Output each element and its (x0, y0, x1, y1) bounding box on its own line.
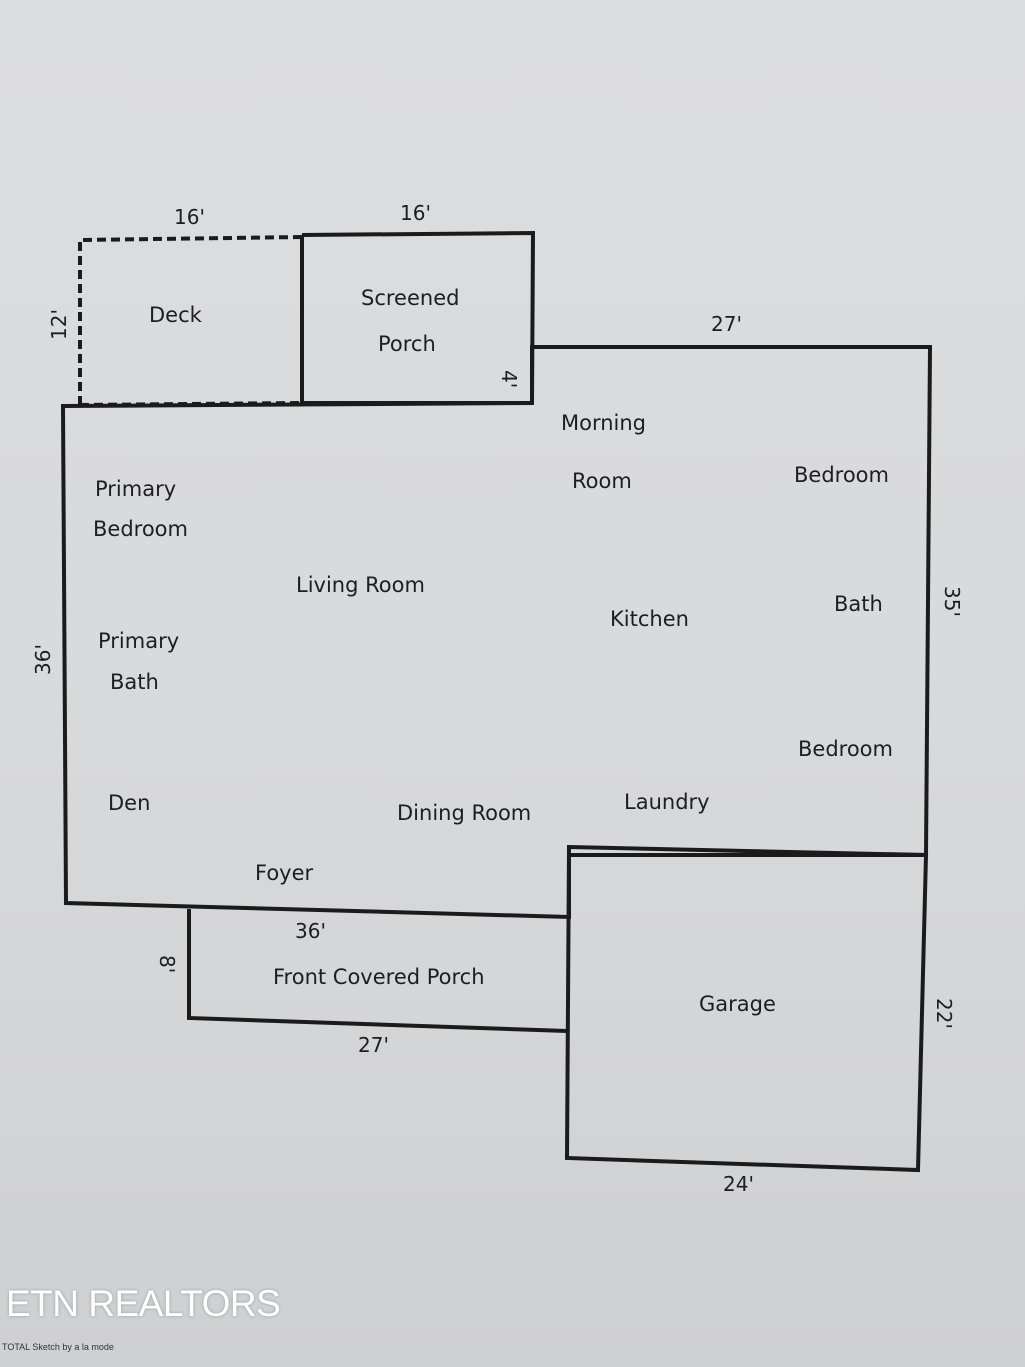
room-label-laundry: Laundry (624, 790, 710, 814)
dimension-deck-width: 16' (174, 205, 205, 229)
front-porch-outline (187, 909, 568, 1033)
sketch-credit-note: TOTAL Sketch by a la mode (2, 1342, 114, 1352)
dimension-porch-width: 16' (400, 201, 431, 225)
room-label-foyer: Foyer (255, 861, 314, 885)
dimension-left-side: 36' (31, 644, 55, 675)
watermark-logo-text: ETN REALTORS (6, 1283, 281, 1324)
room-label-morning-room: Room (572, 469, 632, 493)
dimension-front-top: 36' (295, 919, 326, 943)
room-label-porch: Porch (378, 332, 436, 356)
dimension-deck-depth: 12' (47, 309, 71, 340)
dimension-right-side: 35' (940, 586, 964, 617)
dimension-garage-side: 22' (932, 998, 956, 1029)
room-label-morning: Morning (561, 411, 646, 435)
dimension-front-depth: 8' (155, 955, 179, 973)
room-label-bedroom-top: Bedroom (794, 463, 889, 487)
room-label-front-covered-porch: Front Covered Porch (273, 965, 485, 989)
room-label-bedroom-bottom: Bedroom (798, 737, 893, 761)
room-label-primary-bath-1: Primary (98, 629, 179, 653)
room-label-bath: Bath (834, 592, 883, 616)
room-label-kitchen: Kitchen (610, 607, 689, 631)
room-label-deck: Deck (149, 303, 203, 327)
room-label-living-room: Living Room (296, 573, 425, 597)
room-label-primary-bedroom-2: Bedroom (93, 517, 188, 541)
room-label-primary-bath-2: Bath (110, 670, 159, 694)
dimension-front-bottom: 27' (358, 1033, 389, 1057)
room-label-den: Den (108, 791, 150, 815)
garage-outline (564, 844, 929, 1173)
main-house-outline (60, 345, 933, 920)
room-label-garage: Garage (699, 992, 776, 1016)
dimension-top-right: 27' (711, 312, 742, 336)
dimension-garage-bottom: 24' (723, 1172, 754, 1196)
dimension-porch-depth: 4' (497, 370, 521, 388)
room-label-dining-room: Dining Room (397, 801, 531, 825)
room-label-primary-bedroom-1: Primary (95, 477, 176, 501)
room-label-screened: Screened (361, 286, 459, 310)
